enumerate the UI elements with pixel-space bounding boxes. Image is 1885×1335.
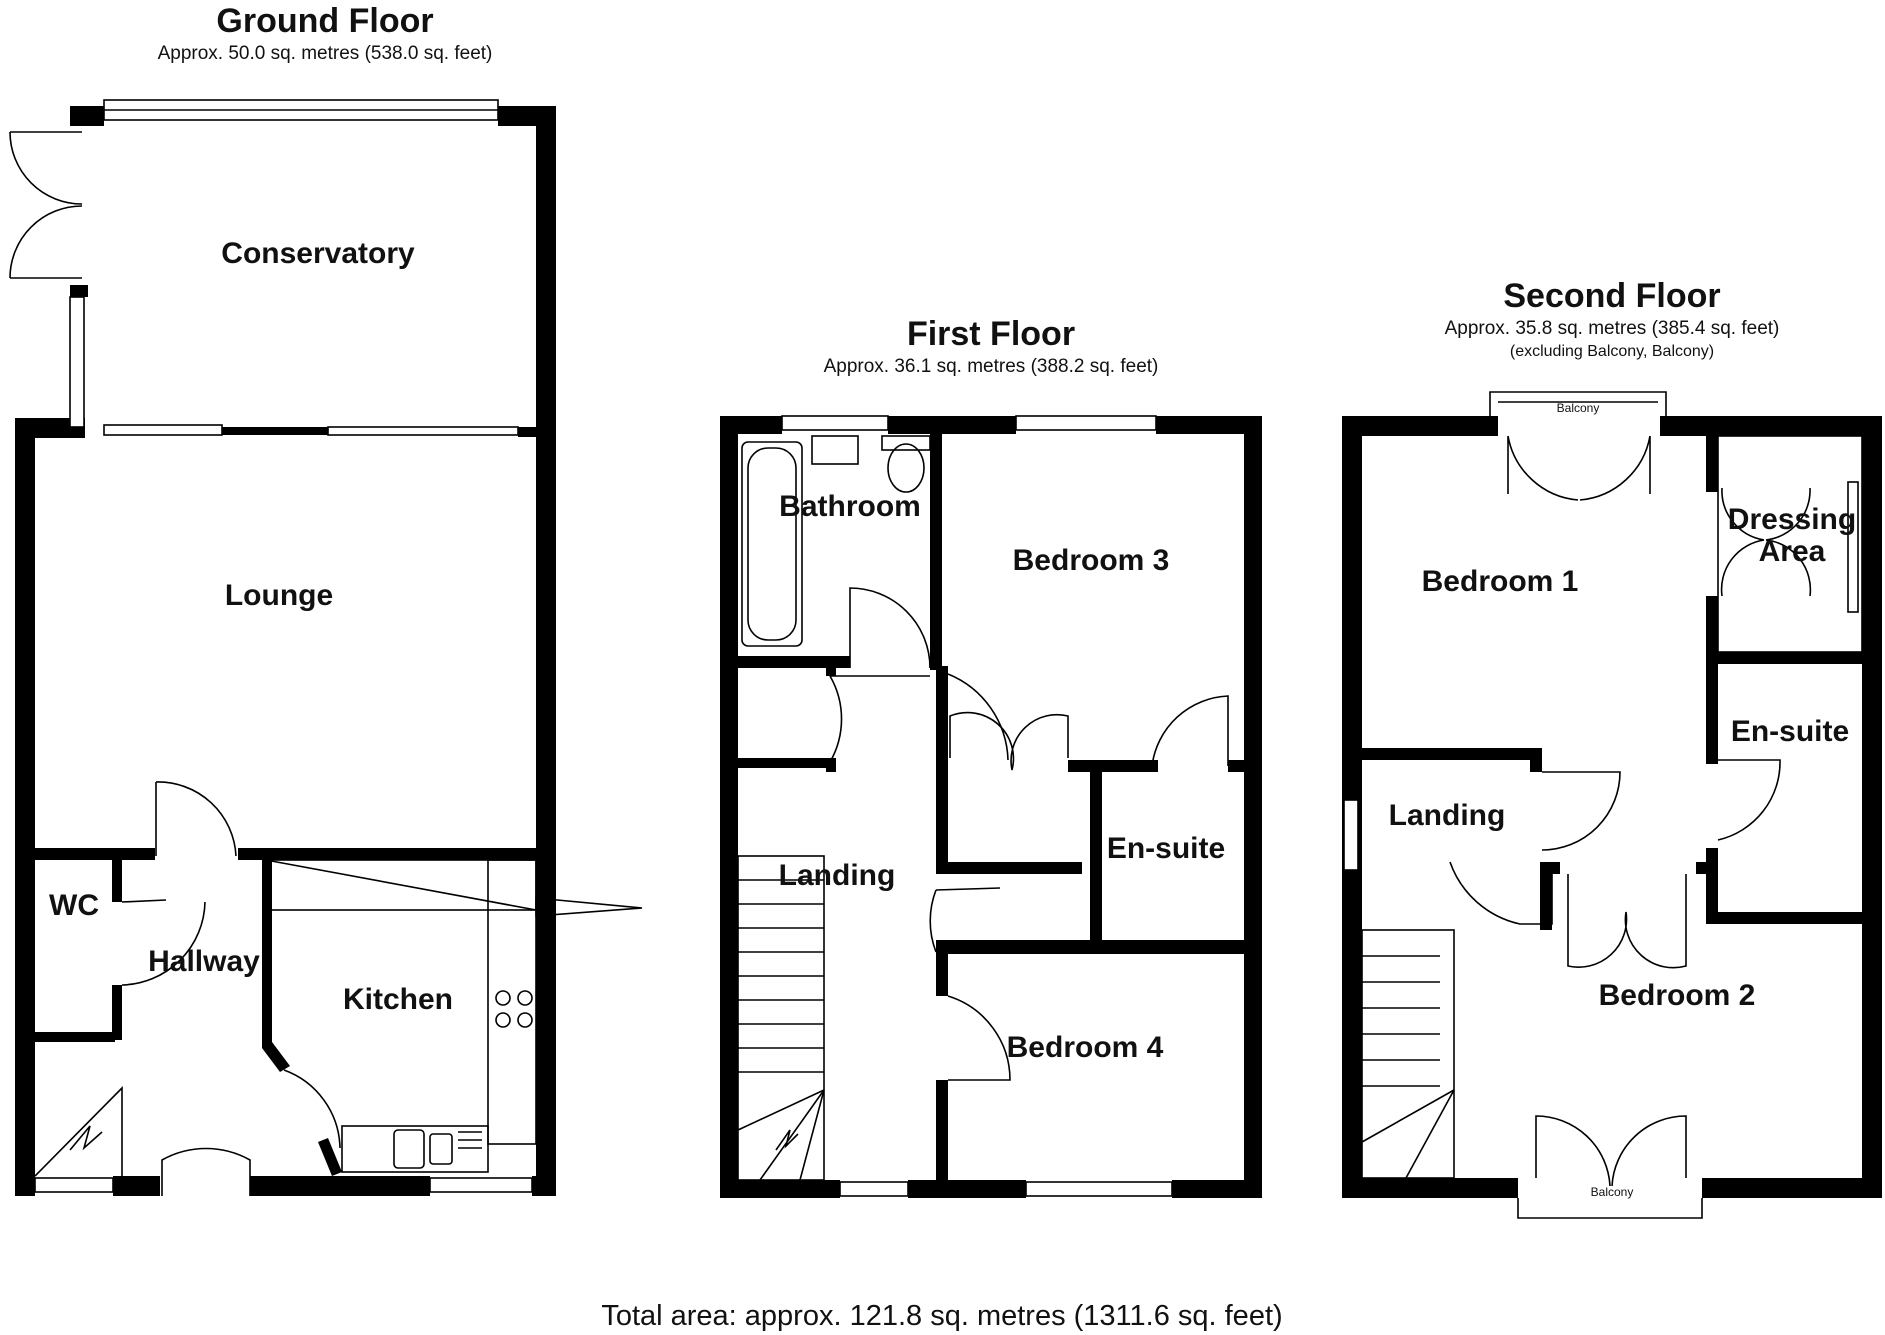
second-ensuite-label: En-suite	[1731, 715, 1849, 748]
bedroom1-label: Bedroom 1	[1422, 565, 1579, 598]
lounge-door	[155, 781, 237, 857]
kitchen-label: Kitchen	[343, 983, 453, 1016]
sink-icon	[393, 1129, 482, 1169]
first-ensuite-label: En-suite	[1107, 832, 1225, 865]
bottom-balcony	[1517, 1198, 1703, 1219]
bathroom-label: Bathroom	[779, 490, 921, 523]
ground-floor: Ground Floor Approx. 50.0 sq. metres (53…	[9, 2, 643, 1196]
wardrobe-doors	[1720, 487, 1812, 597]
stairs	[1361, 929, 1455, 1179]
ground-west-wall	[15, 418, 35, 1196]
landing-door	[1541, 771, 1621, 851]
bedroom4-label: Bedroom 4	[1007, 1031, 1164, 1064]
second-floor-title: Second Floor	[1503, 277, 1720, 315]
second-landing-label: Landing	[1389, 799, 1506, 832]
first-landing-label: Landing	[779, 859, 896, 892]
basin-icon	[811, 435, 859, 465]
conservatory-label: Conservatory	[221, 237, 415, 270]
top-balcony-label: Balcony	[1557, 401, 1600, 415]
first-floor: First Floor Approx. 36.1 sq. metres (388…	[720, 315, 1262, 1198]
lounge-label: Lounge	[225, 579, 333, 612]
wc-label: WC	[49, 889, 99, 922]
top-balcony	[1489, 391, 1667, 416]
second-floor-area: Approx. 35.8 sq. metres (385.4 sq. feet)	[1445, 318, 1780, 339]
total-area: Total area: approx. 121.8 sq. metres (13…	[601, 1300, 1282, 1332]
first-floor-title: First Floor	[907, 315, 1075, 353]
kitchen-door	[283, 1069, 341, 1149]
conservatory-french-doors	[9, 131, 83, 279]
first-floor-area: Approx. 36.1 sq. metres (388.2 sq. feet)	[824, 356, 1159, 377]
ground-floor-title: Ground Floor	[216, 2, 433, 40]
bottom-balcony-label: Balcony	[1591, 1185, 1634, 1199]
stairs	[737, 855, 825, 1181]
stairs	[34, 1086, 123, 1177]
second-floor-note: (excluding Balcony, Balcony)	[1510, 343, 1714, 360]
dressing-area-label-line1: Dressing	[1728, 503, 1856, 536]
conservatory-side-window	[69, 296, 85, 428]
toilet-icon	[887, 443, 925, 493]
conservatory-wall-top-left	[70, 106, 104, 126]
ensuite-door	[1717, 759, 1781, 841]
top-balcony-doors	[1507, 435, 1651, 501]
dressing-area-label-line2: Area	[1759, 535, 1826, 568]
ground-floor-area: Approx. 50.0 sq. metres (538.0 sq. feet)	[158, 43, 493, 64]
bathroom-door	[849, 587, 931, 669]
hallway-label: Hallway	[148, 945, 260, 978]
bedroom3-double-door	[949, 711, 1069, 771]
ground-east-wall	[536, 106, 556, 1196]
front-door	[161, 1147, 251, 1196]
bedroom2-wardrobe-doors	[1567, 874, 1687, 969]
bathtub-icon	[741, 441, 803, 647]
bedroom2-label: Bedroom 2	[1599, 979, 1756, 1012]
bedroom4-door	[947, 995, 1011, 1081]
bottom-balcony-doors	[1535, 1115, 1687, 1187]
hob-icon	[495, 990, 533, 1028]
bedroom3-label: Bedroom 3	[1013, 544, 1170, 577]
second-floor: Second Floor Approx. 35.8 sq. metres (38…	[1342, 277, 1882, 1219]
